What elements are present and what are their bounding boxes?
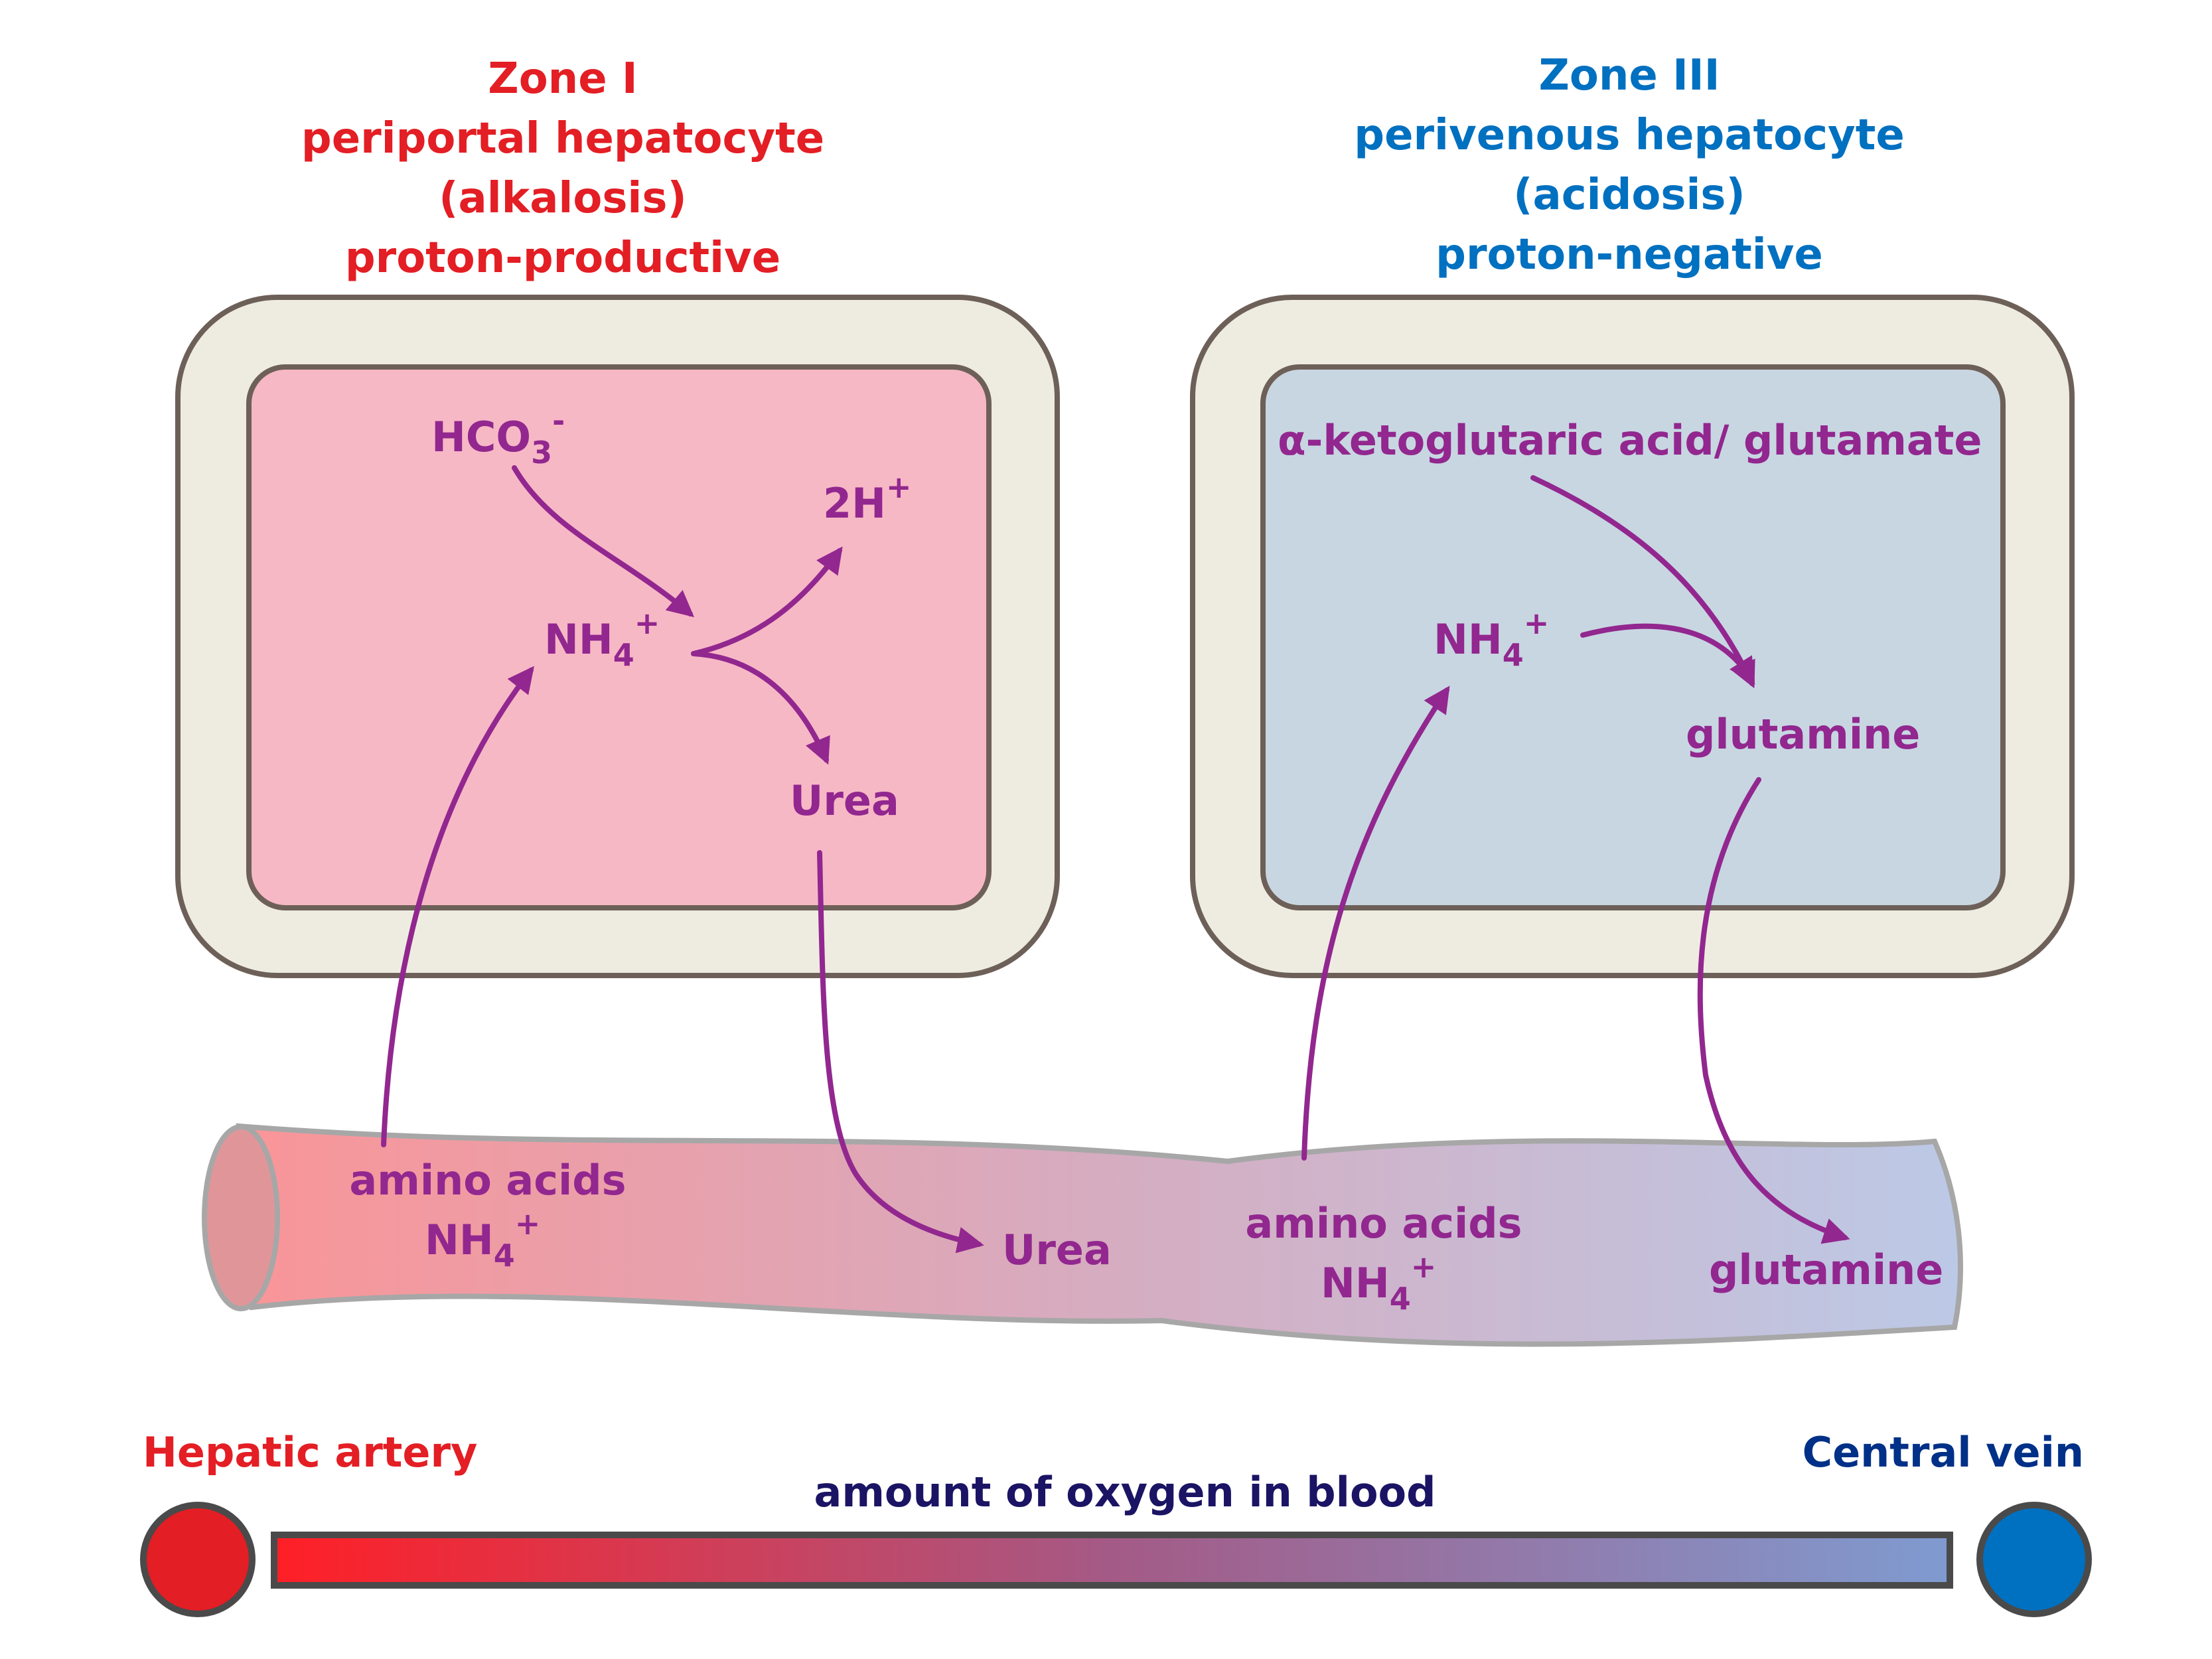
oxygen-legend: Hepatic artery Central vein amount of ox… [140, 1428, 2092, 1617]
oxygen-axis-title: amount of oxygen in blood [814, 1468, 1436, 1516]
nh4-label-vein: NH4+ [1321, 1249, 1436, 1317]
zone1-proton-role: proton-productive [345, 234, 780, 283]
urea-label-blood: Urea [1002, 1226, 1112, 1274]
central-vein-dot [1976, 1502, 2092, 1617]
arrow-aminoacids-to-nh4-zone1 [381, 666, 534, 1147]
arrow-nh4-to-urea [691, 651, 830, 765]
zone3-header: Zone III perivenous hepatocyte (acidosis… [1354, 51, 1905, 279]
amino-acids-label-vein: amino acids [1245, 1199, 1522, 1248]
oxygen-gradient-bar [271, 1532, 1953, 1589]
vessel-opening [202, 1124, 280, 1311]
urea-label-zone1: Urea [790, 776, 899, 825]
arrow-nh4-to-2h [691, 546, 843, 656]
central-vein-label: Central vein [1803, 1428, 2084, 1477]
arrow-akg-to-glutamine [1530, 475, 1755, 689]
zone1-labels: HCO3- 2H+ NH4+ Urea [431, 403, 912, 825]
arrow-aminoacids-to-nh4-zone3 [1301, 685, 1450, 1161]
pathway-arrows [381, 465, 1850, 1254]
arrow-nh4-to-glutamine [1580, 623, 1755, 685]
perivenous-cytoplasm [1260, 364, 2006, 910]
zone3-ph-state: (acidosis) [1513, 171, 1745, 220]
vessel-body [236, 1123, 1963, 1347]
periportal-hepatocyte [175, 295, 1060, 978]
zone1-header: Zone I periportal hepatocyte (alkalosis)… [301, 54, 824, 283]
vessel-labels: amino acids NH4+ Urea amino acids NH4+ g… [349, 1156, 1943, 1317]
blood-vessel [202, 1123, 1963, 1347]
zone3-cell-type: perivenous hepatocyte [1354, 111, 1905, 160]
zone1-title: Zone I [488, 54, 637, 104]
hepatic-artery-label: Hepatic artery [143, 1428, 477, 1477]
akg-label: α-ketoglutaric acid/ glutamate [1278, 416, 1982, 465]
perivenous-hepatocyte [1190, 295, 2075, 978]
nh4-label-artery: NH4+ [425, 1206, 540, 1273]
zone3-labels: α-ketoglutaric acid/ glutamate NH4+ glut… [1278, 416, 1982, 758]
arrow-urea-to-blood [817, 850, 984, 1254]
arrow-glutamine-to-blood [1697, 777, 1850, 1244]
zone1-ph-state: (alkalosis) [439, 174, 686, 223]
arrow-hco3-to-nh4 [512, 465, 695, 618]
periportal-cytoplasm [246, 364, 992, 910]
nh4-label-zone3: NH4+ [1434, 605, 1549, 673]
hepatic-artery-dot [140, 1502, 256, 1617]
zone3-title: Zone III [1538, 51, 1720, 100]
amino-acids-label-artery: amino acids [349, 1156, 626, 1204]
hco3-label: HCO3- [431, 403, 565, 470]
zone3-proton-role: proton-negative [1436, 230, 1823, 279]
nh4-label-zone1: NH4+ [544, 605, 660, 673]
zone1-cell-type: periportal hepatocyte [301, 114, 824, 163]
2h-label: 2H+ [823, 469, 912, 528]
glutamine-label-zone3: glutamine [1686, 710, 1920, 758]
glutamine-label-blood: glutamine [1709, 1246, 1943, 1294]
